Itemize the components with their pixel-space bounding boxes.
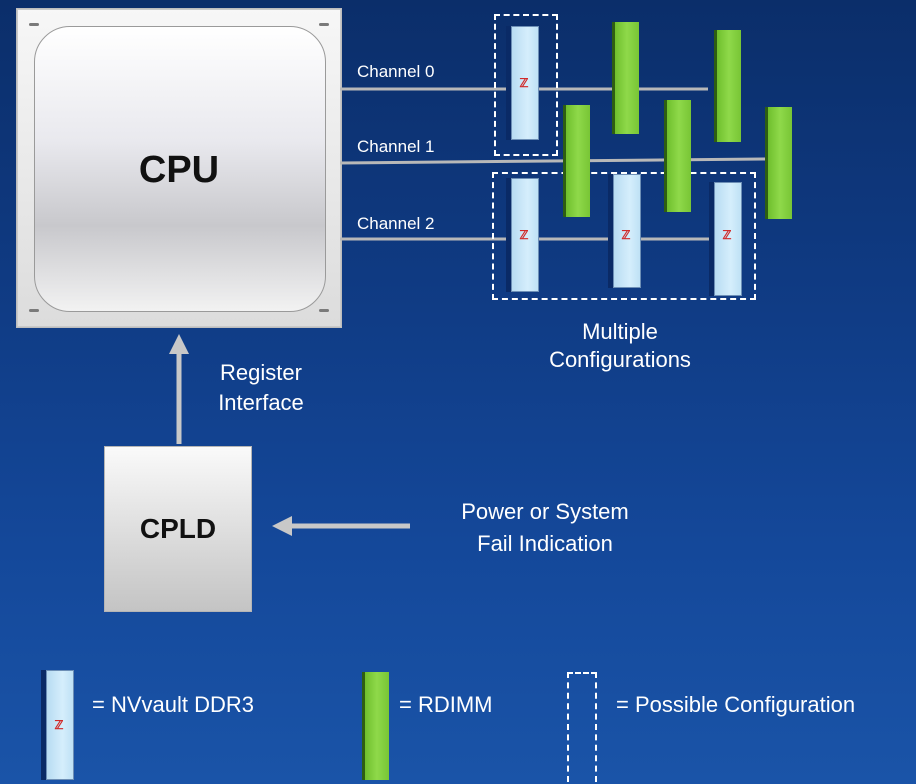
multiple-configurations-caption: Multiple Configurations <box>520 318 720 374</box>
rdimm <box>667 100 691 212</box>
possible-configuration-box <box>494 14 558 156</box>
nvvault-logo-icon: ℤ <box>722 228 732 242</box>
nvvault-logo-icon: ℤ <box>519 228 529 242</box>
screw-icon <box>319 309 329 312</box>
caption-line: Multiple <box>582 319 658 344</box>
legend-rdimm-label: = RDIMM <box>399 692 493 717</box>
nvvault-dimm: ℤ <box>714 182 742 296</box>
nvvault-dimm: ℤ <box>511 26 539 140</box>
rdimm <box>717 30 741 142</box>
channel-2-label: Channel 2 <box>357 214 435 233</box>
nvvault-dimm: ℤ <box>511 178 539 292</box>
legend-possible-swatch <box>567 672 597 782</box>
caption-line: Fail Indication <box>477 531 613 556</box>
legend-nvvault-label: = NVvault DDR3 <box>92 692 255 717</box>
rdimm <box>768 107 792 219</box>
caption-line: Configurations <box>549 347 691 372</box>
rdimm <box>615 22 639 134</box>
rdimm <box>566 105 590 217</box>
cpld-label: CPLD <box>139 513 217 544</box>
register-interface-caption: Register Interface <box>186 358 336 418</box>
caption-line: Power or System <box>461 499 629 524</box>
legend-possible-label: = Possible Configuration <box>616 692 856 717</box>
legend-nvvault-swatch: ℤ <box>46 670 74 780</box>
channel-0-label: Channel 0 <box>357 62 435 81</box>
nvvault-logo-icon: ℤ <box>54 718 64 732</box>
nvvault-dimm: ℤ <box>613 174 641 288</box>
screw-icon <box>29 309 39 312</box>
legend-rdimm-swatch <box>365 672 389 780</box>
cpu-chip: CPU <box>16 8 342 328</box>
nvvault-logo-icon: ℤ <box>519 76 529 90</box>
cpld-chip: CPLD <box>104 446 252 612</box>
caption-line: Interface <box>218 390 304 415</box>
nvvault-logo-icon: ℤ <box>621 228 631 242</box>
caption-line: Register <box>220 360 302 385</box>
channel-1-label: Channel 1 <box>357 137 435 156</box>
cpu-die <box>34 26 326 312</box>
possible-configuration-box <box>492 172 756 300</box>
cpu-label: CPU <box>138 149 220 191</box>
power-fail-caption: Power or System Fail Indication <box>420 496 670 560</box>
screw-icon <box>29 23 39 26</box>
channel-1-line <box>339 157 769 165</box>
screw-icon <box>319 23 329 26</box>
